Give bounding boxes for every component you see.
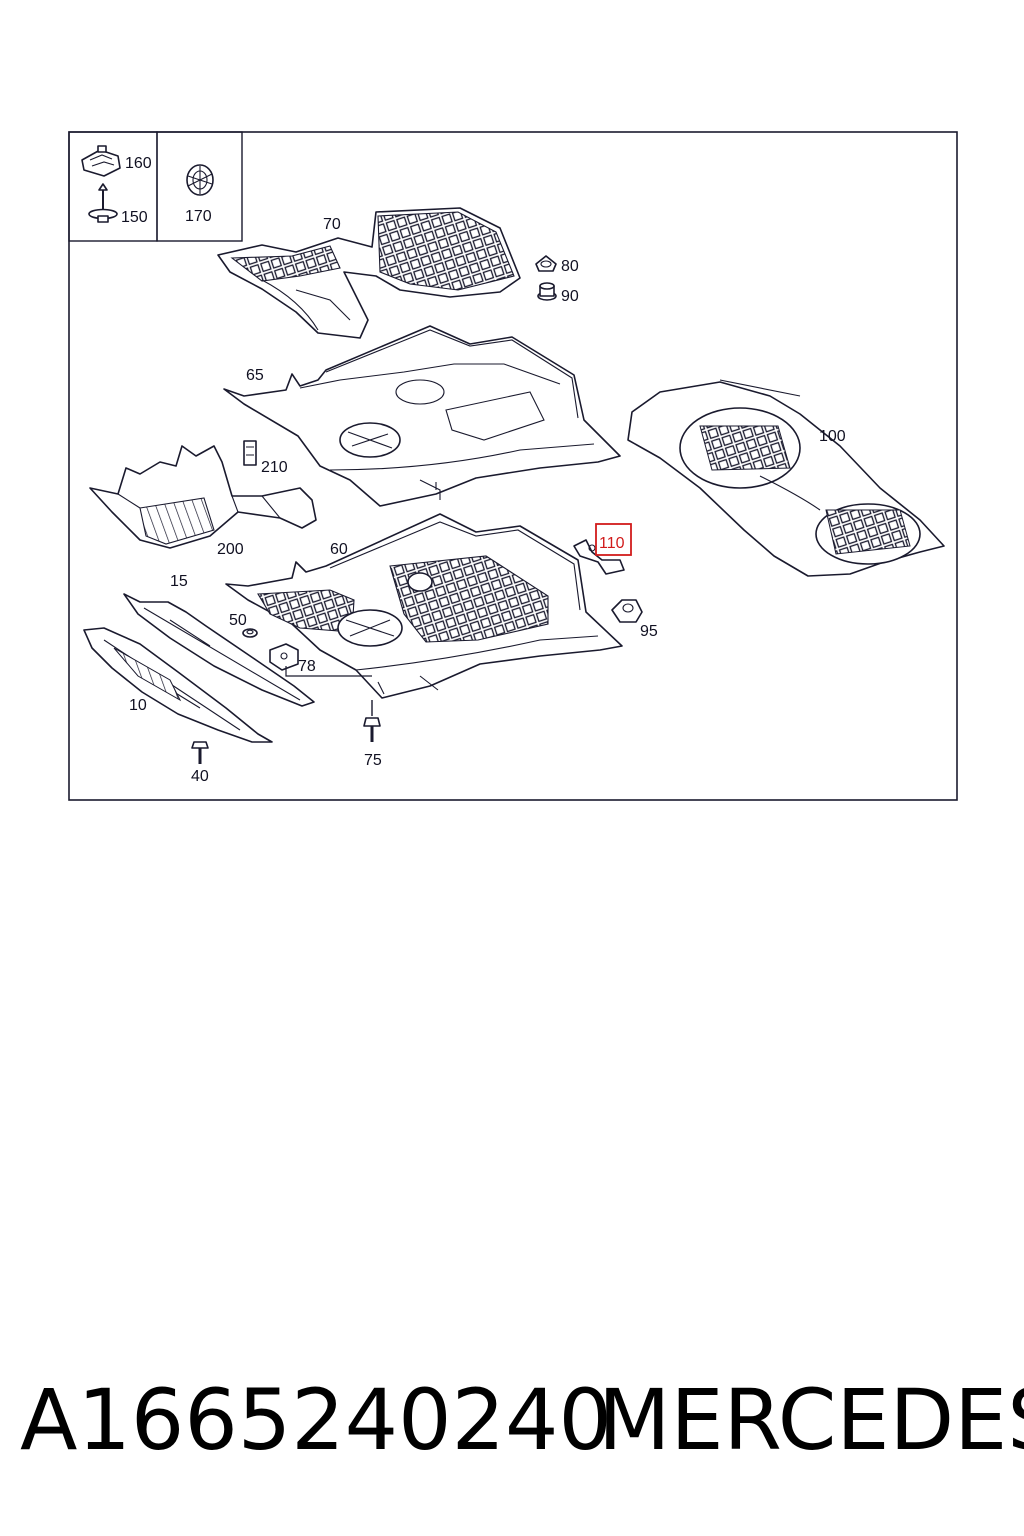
callout-160: 160 [125,155,152,172]
callout-95: 95 [640,623,658,640]
front-strip-15 [123,593,315,707]
engine-cover-panel-70 [217,207,521,339]
callout-70: 70 [323,216,341,233]
screw-icon [88,183,118,223]
callout-150: 150 [121,209,148,226]
clip-icon [81,145,121,177]
callout-10: 10 [129,697,147,714]
callout-15: 15 [170,573,188,590]
nut-icon [535,255,557,272]
bolt-75-icon [363,700,381,742]
washer-icon [242,628,258,638]
side-shield-200 [89,445,317,549]
highlight-box [595,523,632,556]
underbody-panel-65 [223,325,621,507]
callout-90: 90 [561,288,579,305]
callout-40: 40 [191,768,209,785]
callout-80: 80 [561,258,579,275]
bracket-110 [573,539,625,575]
callout-110: 110 [599,535,625,552]
screw-40-icon [191,741,209,764]
part-number: A1665240240 [20,1371,612,1469]
leader-78 [285,666,372,677]
callout-60: 60 [330,541,348,558]
footer: A1665240240 MERCEDES [0,1370,1024,1480]
clip-78 [269,643,299,671]
front-guard-10 [83,627,273,743]
callout-170: 170 [185,208,212,225]
callout-78: 78 [298,658,316,675]
rear-tray-100 [627,379,945,577]
brand-name: MERCEDES [598,1371,1024,1469]
callout-100: 100 [819,428,846,445]
rivet-icon [186,164,214,196]
diagram-frame [68,131,958,801]
clip-nut-icon [611,599,643,623]
callout-200: 200 [217,541,244,558]
callout-210: 210 [261,459,288,476]
callout-75: 75 [364,752,382,769]
callout-50: 50 [229,612,247,629]
bracket-icon [243,440,257,466]
callout-65: 65 [246,367,264,384]
underbody-panel-60 [225,513,623,699]
legend-box: 160 150 170 [68,131,243,242]
grommet-icon [537,282,557,301]
